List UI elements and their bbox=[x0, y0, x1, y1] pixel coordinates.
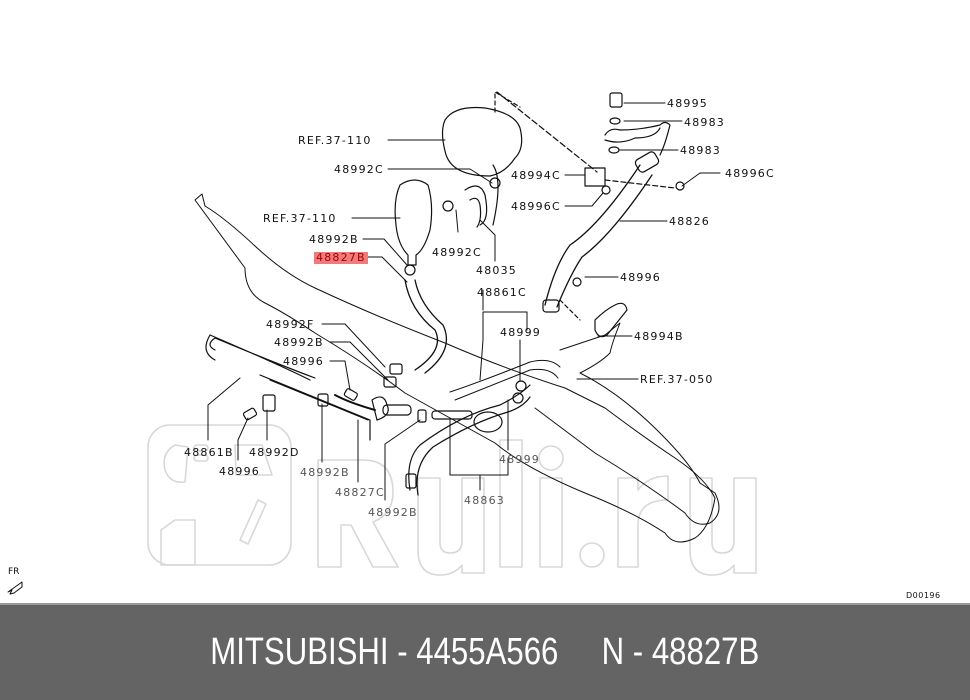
drawing-code: D00196 bbox=[906, 591, 941, 600]
reservoir-lower bbox=[394, 179, 433, 266]
reservoir-upper bbox=[441, 106, 523, 177]
line-48827c bbox=[259, 374, 371, 441]
hose-48035 bbox=[464, 185, 488, 228]
label-48992d[interactable]: 48992D bbox=[249, 446, 300, 459]
watermark-logo-icon bbox=[147, 424, 757, 576]
label-48996c[interactable]: 48996C bbox=[511, 200, 561, 213]
label-48983[interactable]: 48983 bbox=[684, 116, 725, 129]
label-48861b[interactable]: 48861B bbox=[184, 446, 234, 459]
label-48827b-highlighted[interactable]: 48827B bbox=[314, 251, 368, 264]
label-ref-37-110[interactable]: REF.37-110 bbox=[298, 134, 372, 147]
label-48826[interactable]: 48826 bbox=[669, 215, 710, 228]
front-direction-label: FR bbox=[8, 567, 20, 577]
label-48827c[interactable]: 48827C bbox=[335, 486, 385, 499]
label-48996[interactable]: 48996 bbox=[219, 465, 260, 478]
part-info-banner: MITSUBISHI - 4455A566 N - 48827B bbox=[0, 603, 970, 700]
label-48992c[interactable]: 48992C bbox=[334, 163, 384, 176]
label-48983[interactable]: 48983 bbox=[680, 144, 721, 157]
line-48861b bbox=[205, 334, 316, 381]
diagram-drawing bbox=[7, 91, 757, 595]
label-48995[interactable]: 48995 bbox=[667, 97, 708, 110]
line-48863 bbox=[408, 384, 531, 496]
label-48992c[interactable]: 48992C bbox=[432, 246, 482, 259]
label-48994c[interactable]: 48994C bbox=[511, 169, 561, 182]
label-48994b[interactable]: 48994B bbox=[634, 330, 684, 343]
label-48992b[interactable]: 48992B bbox=[309, 233, 359, 246]
label-ref-37-110[interactable]: REF.37-110 bbox=[263, 212, 337, 225]
steering-rack-outline bbox=[194, 193, 716, 543]
label-48992f[interactable]: 48992F bbox=[266, 318, 315, 331]
label-48999[interactable]: 48999 bbox=[500, 326, 541, 339]
label-48863[interactable]: 48863 bbox=[464, 494, 505, 507]
label-48996[interactable]: 48996 bbox=[620, 271, 661, 284]
line-48826 bbox=[544, 164, 653, 308]
parts-diagram: REF.37-110 48992C REF.37-110 48992B 4882… bbox=[7, 91, 941, 600]
label-48992b[interactable]: 48992B bbox=[274, 336, 324, 349]
hose-48827b bbox=[404, 279, 448, 374]
label-48992b[interactable]: 48992B bbox=[300, 466, 350, 479]
label-48996c[interactable]: 48996C bbox=[725, 167, 775, 180]
label-ref-37-050[interactable]: REF.37-050 bbox=[640, 373, 714, 386]
label-48992b[interactable]: 48992B bbox=[368, 506, 418, 519]
label-48861c[interactable]: 48861C bbox=[477, 286, 527, 299]
label-48035[interactable]: 48035 bbox=[476, 264, 517, 277]
label-48996[interactable]: 48996 bbox=[283, 355, 324, 368]
front-direction-arrow-icon bbox=[7, 581, 23, 595]
label-48999[interactable]: 48999 bbox=[499, 453, 540, 466]
banner-part-text: MITSUBISHI - 4455A566 N - 48827B bbox=[210, 631, 760, 673]
leader-lines bbox=[207, 102, 721, 501]
